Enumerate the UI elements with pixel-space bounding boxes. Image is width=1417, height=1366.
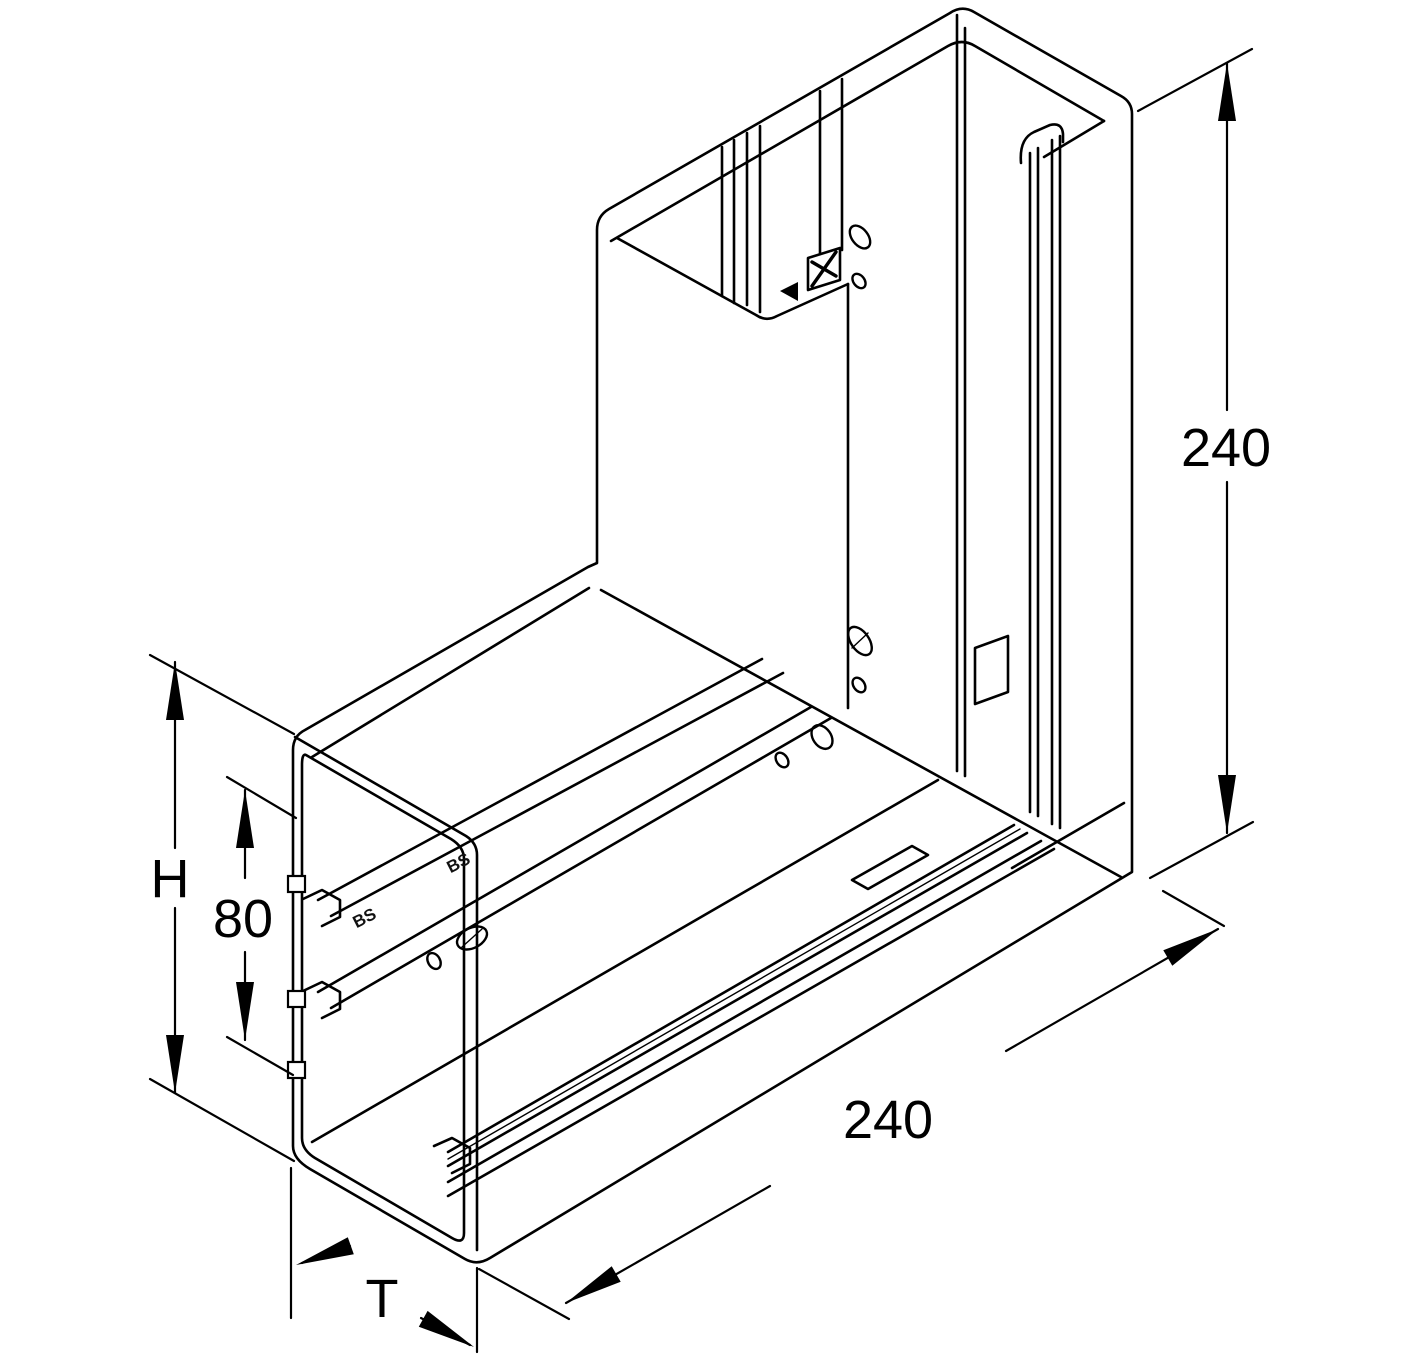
floor-rail-thin-line [447, 828, 1021, 1160]
coupler-clip-cross [810, 250, 838, 288]
round-hole-corner [774, 751, 790, 769]
floor-rail-lines [446, 823, 1056, 1198]
near-end-inner-band [300, 753, 466, 1242]
vertical-rib-lines [720, 124, 762, 314]
slot-hole-mid-chord [851, 632, 869, 649]
arrowhead-up [166, 662, 184, 720]
near-end-outer-band [293, 735, 479, 1252]
extension-line-bottom [148, 1077, 296, 1163]
slot-hole-corner [810, 723, 834, 751]
vertical-rail-cluster [1028, 134, 1062, 830]
coupler-clip-mark [780, 282, 798, 301]
round-hole-top [851, 272, 867, 290]
extension-line-bottom [225, 1035, 295, 1077]
dim-label-t: T [366, 1269, 399, 1329]
vertical-rail-base-edge [1010, 801, 1126, 870]
extension-line-top [225, 775, 298, 820]
arrowhead-up [1218, 63, 1236, 121]
rail-row2-lines [316, 705, 833, 1010]
far-wall-rim-inner [310, 586, 591, 759]
slot-hole-near [455, 925, 489, 951]
band-notch-2 [286, 989, 307, 1009]
arrowhead-down [166, 1035, 184, 1093]
dim-label-bottom-240: 240 [843, 1090, 933, 1150]
dim-label-80: 80 [213, 889, 273, 949]
round-hole-mid [851, 676, 867, 694]
vertical-lip-lines [818, 77, 844, 256]
dim-label-h: H [151, 849, 190, 909]
vertical-rail-hook [1019, 123, 1065, 165]
arrowhead-up [236, 790, 254, 848]
dimension-depth-t: T [289, 1166, 479, 1354]
floor-rail-hook [432, 1136, 472, 1175]
outer-silhouette [291, 7, 1134, 1264]
arrowhead-down [1218, 775, 1236, 833]
wall-cutout-rect [973, 634, 1010, 706]
rail-row2-hook [301, 980, 342, 1020]
band-notch-1 [286, 874, 307, 894]
extension-line-right [1161, 889, 1226, 928]
extension-line-bottom [1148, 820, 1255, 880]
dimension-rail-80: 80 [213, 775, 298, 1077]
coupler-clip-outline [806, 246, 842, 292]
arrowhead-left [296, 1237, 354, 1265]
dimension-bottom-240: 240 [477, 889, 1226, 1321]
rail-row1-lines [316, 657, 785, 918]
rail-row1-hook [301, 888, 342, 928]
dim-label-right-240: 240 [1181, 418, 1271, 478]
slot-hole-near-chord [461, 928, 483, 948]
dimension-height-h: H [148, 653, 296, 1163]
duct-outline [286, 7, 1134, 1264]
band-notch-3 [286, 1060, 307, 1080]
corner-edge-pair [955, 13, 967, 778]
arrowhead-upper-right [1163, 929, 1218, 966]
arrowhead-right [418, 1310, 474, 1347]
floor-junction-line [310, 778, 940, 1144]
arrowhead-down [236, 982, 254, 1040]
fixing-holes [426, 224, 873, 971]
far-wall-rim-inner-v [599, 588, 1123, 879]
top-opening-lip-edge [1042, 119, 1106, 159]
round-hole-near [426, 951, 442, 971]
brand-stamp-1: BS [350, 904, 380, 932]
arrowhead-lower-left [566, 1266, 621, 1303]
extension-line-left [477, 1267, 571, 1321]
slot-hole-top [848, 224, 872, 250]
extension-line-top [148, 653, 296, 736]
dimension-right-240: 240 [1136, 47, 1271, 880]
extension-line-top [1136, 47, 1254, 113]
floor-hole-rect [850, 844, 930, 891]
top-opening-inner-rim [609, 40, 1106, 243]
slot-hole-mid [847, 625, 873, 657]
left-wall-inner-edge [615, 236, 850, 321]
